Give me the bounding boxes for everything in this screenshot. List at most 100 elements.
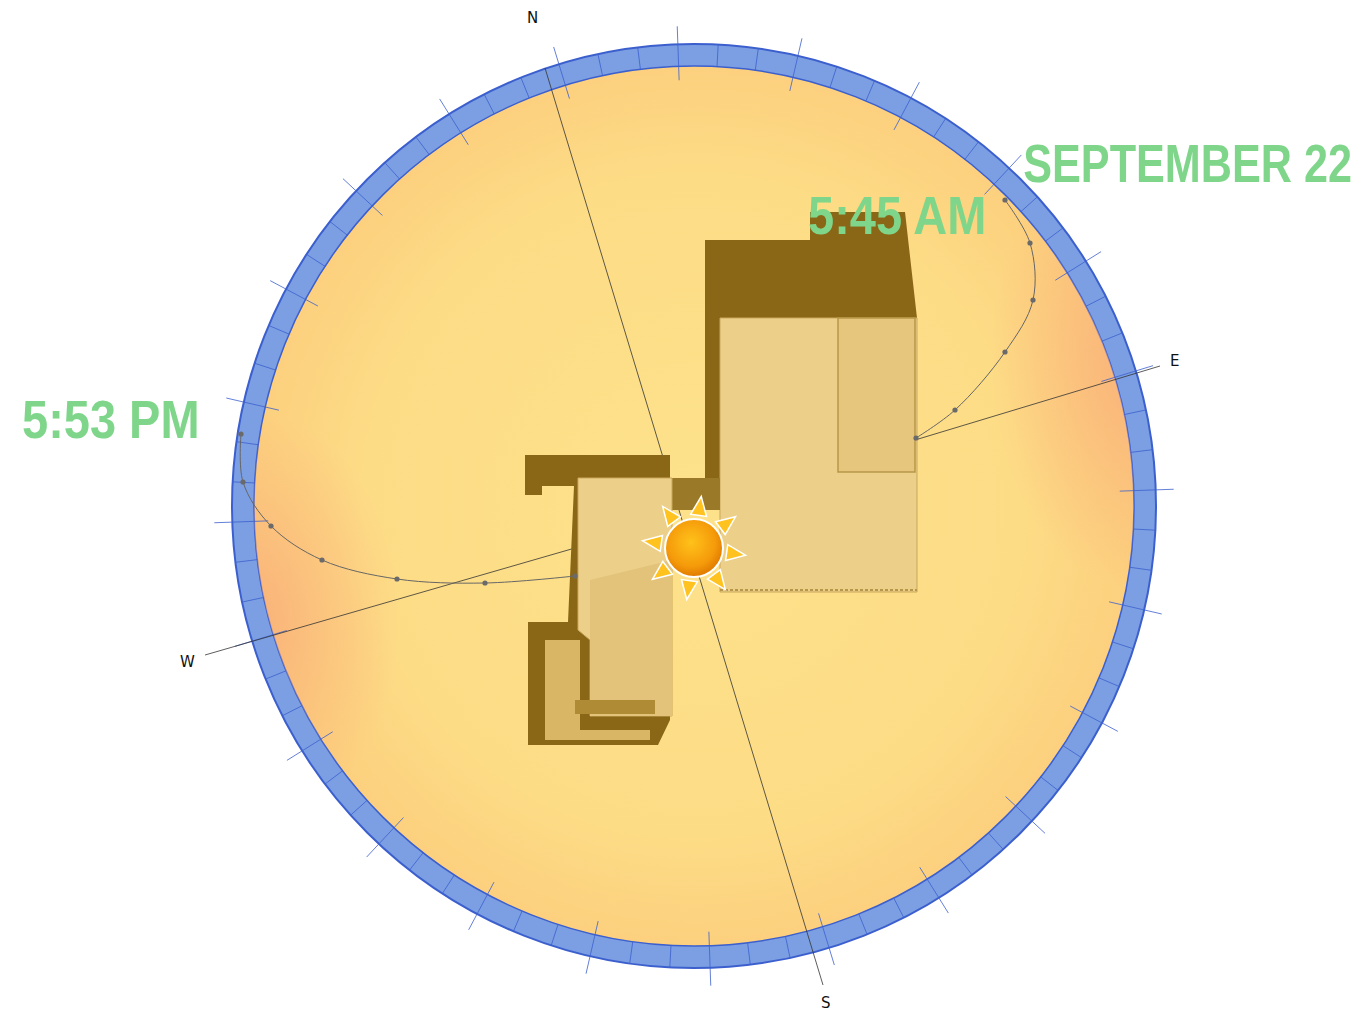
dial-tick xyxy=(790,38,802,91)
hour-dot xyxy=(319,557,324,562)
dial-tick xyxy=(554,47,570,99)
hour-dot xyxy=(238,431,243,436)
dial-tick xyxy=(307,254,325,266)
dial-tick xyxy=(282,706,302,716)
sun-ray xyxy=(641,533,662,551)
dial-tick xyxy=(521,78,529,98)
dial-tick xyxy=(1041,777,1058,791)
sun-disc xyxy=(665,519,723,577)
dial-tick xyxy=(551,924,558,945)
dial-tick xyxy=(330,222,347,236)
dial-tick xyxy=(630,942,633,964)
dial-tick xyxy=(270,281,318,306)
dial-tick xyxy=(214,521,268,523)
dial-tick xyxy=(988,833,1003,849)
hour-dot xyxy=(572,573,577,578)
dial-tick xyxy=(255,363,276,370)
building-roof-west xyxy=(578,478,672,716)
dial-tick xyxy=(343,179,382,216)
dial-tick xyxy=(1109,602,1162,614)
dial-tick xyxy=(1130,567,1152,570)
dial-tick xyxy=(670,945,671,967)
hour-dot xyxy=(240,479,245,484)
roof-edge xyxy=(720,589,917,591)
dial-tick xyxy=(1133,529,1155,530)
dial-tick xyxy=(830,67,837,88)
sun-ray xyxy=(656,502,680,527)
dial-tick xyxy=(442,875,454,893)
dial-tick xyxy=(1063,746,1081,758)
sun-ray xyxy=(726,545,747,563)
dial-tick xyxy=(351,800,367,815)
sun-ray xyxy=(691,495,709,516)
dial-tick xyxy=(266,671,286,679)
dial-tick xyxy=(1055,252,1101,281)
hour-dot xyxy=(913,435,918,440)
hour-dot xyxy=(482,580,487,585)
dial-tick xyxy=(1070,706,1118,731)
sun-ray xyxy=(707,570,731,595)
dial-tick xyxy=(965,142,979,159)
dial-tick xyxy=(1112,642,1133,649)
dial-tick xyxy=(1045,228,1063,241)
dial-tick xyxy=(325,771,343,784)
sun-icon xyxy=(641,495,746,600)
roof-panel xyxy=(838,318,915,472)
dial-tick xyxy=(410,853,424,870)
dial-tick xyxy=(859,914,867,934)
dial-tick xyxy=(1124,410,1146,415)
building-model xyxy=(525,212,917,745)
time-label: 5:45 AM xyxy=(808,188,986,242)
hour-dot xyxy=(1002,197,1007,202)
compass-letter: N xyxy=(527,11,538,26)
dial-tick xyxy=(469,882,494,930)
link-wall xyxy=(670,478,720,510)
compass-letter: E xyxy=(1170,354,1179,369)
dial-tick xyxy=(1099,678,1119,687)
dial-tick xyxy=(748,943,751,965)
sun-ray xyxy=(648,561,673,585)
hour-dot xyxy=(1027,240,1032,245)
dial-tick xyxy=(598,54,603,76)
dial-tick xyxy=(709,932,711,986)
sky-disc xyxy=(254,66,1134,946)
hour-dot xyxy=(394,576,399,581)
dial-tick xyxy=(755,48,758,70)
compass-letter: W xyxy=(180,655,195,670)
dial-tick xyxy=(236,442,258,445)
sun-rays xyxy=(641,495,746,600)
sun-path-curve xyxy=(240,434,575,583)
dial-tick xyxy=(1006,797,1045,834)
dial-tick xyxy=(1102,333,1122,341)
building-wall-east xyxy=(705,212,917,592)
porch xyxy=(545,640,650,740)
sunrise-glow xyxy=(990,130,1290,590)
dial-tick xyxy=(1086,296,1106,306)
dial-tick xyxy=(959,857,972,875)
dial-tick xyxy=(920,867,949,913)
dial-tick xyxy=(985,155,1022,194)
date-label: SEPTEMBER 22 xyxy=(1023,136,1352,190)
compass-letter: S xyxy=(821,996,831,1011)
dial-tick xyxy=(1101,366,1153,382)
hour-dot xyxy=(952,407,957,412)
hour-dot xyxy=(1030,297,1035,302)
east-line xyxy=(915,366,1160,440)
dial-tick xyxy=(226,398,279,410)
dial-tick xyxy=(638,47,641,69)
building-roof-east xyxy=(720,318,917,592)
roof-slope xyxy=(590,560,672,716)
dial-tick xyxy=(586,921,598,974)
dial-tick xyxy=(269,325,289,334)
dial-tick xyxy=(235,560,257,563)
time-label: 5:53 PM xyxy=(22,392,200,446)
sunset-glow xyxy=(100,410,400,830)
dial-tick xyxy=(484,94,494,114)
dial-tick xyxy=(287,732,333,761)
sun-ray xyxy=(716,510,741,534)
sun-path xyxy=(238,197,1035,585)
step xyxy=(575,700,655,714)
dial-tick xyxy=(894,82,919,130)
hour-dot xyxy=(1002,349,1007,354)
